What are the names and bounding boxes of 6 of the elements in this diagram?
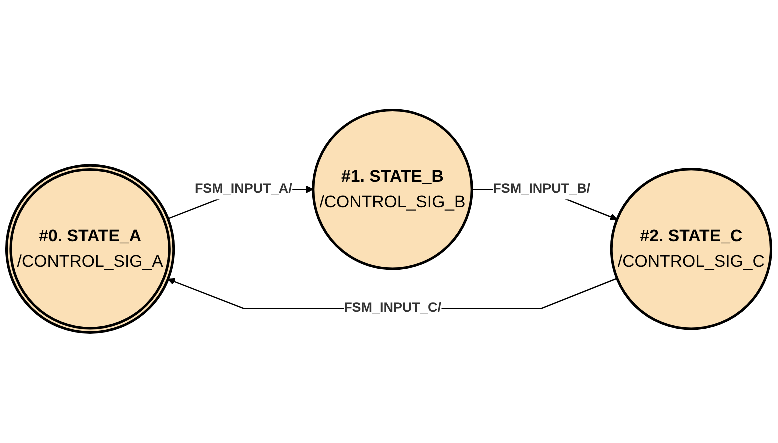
node-circle: #0. STATE_A /CONTROL_SIG_A bbox=[5, 164, 176, 334]
edge-label: FSM_INPUT_C/ bbox=[344, 301, 442, 316]
node-circle: #1. STATE_B /CONTROL_SIG_B bbox=[312, 109, 474, 270]
edge-label: FSM_INPUT_A/ bbox=[194, 182, 292, 196]
edge-label: FSM_INPUT_B/ bbox=[493, 182, 591, 196]
node-circle: #2. STATE_C /CONTROL_SIG_C bbox=[610, 168, 773, 330]
